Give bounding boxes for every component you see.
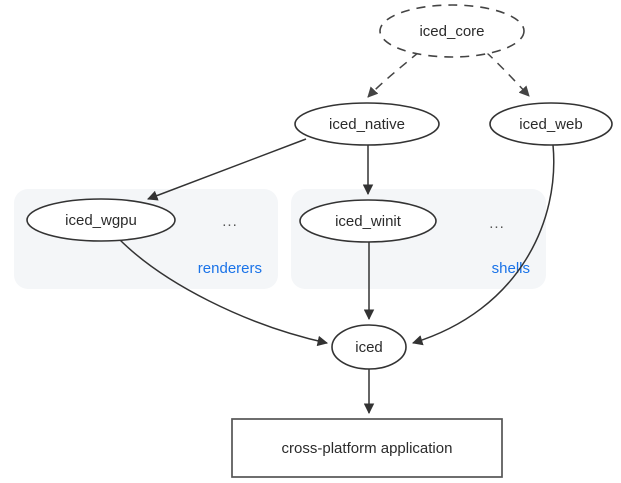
- node-iced-label: iced: [355, 339, 383, 356]
- node-iced-native[interactable]: iced_native: [294, 102, 440, 146]
- node-iced-wgpu-label: iced_wgpu: [65, 212, 137, 229]
- node-iced-shape[interactable]: [331, 324, 407, 370]
- node-iced-native-label: iced_native: [329, 116, 405, 133]
- edge-iced-wgpu-to-iced: [118, 238, 329, 347]
- node-iced-winit-label: iced_winit: [335, 213, 402, 230]
- edge-iced-core-to-iced-web: [485, 51, 530, 97]
- node-iced-winit[interactable]: iced_winit: [299, 199, 437, 243]
- edge-iced-native-to-iced-wgpu: [147, 138, 307, 201]
- group-shells-ellipsis: ...: [489, 215, 505, 232]
- node-iced-web[interactable]: iced_web: [489, 102, 613, 146]
- node-iced-core[interactable]: iced_core: [379, 4, 525, 58]
- edge-iced-core-to-iced-native: [367, 51, 420, 98]
- node-iced-core-label: iced_core: [419, 23, 484, 40]
- node-iced-web-shape[interactable]: [489, 102, 613, 146]
- node-application[interactable]: cross-platform application: [231, 418, 503, 478]
- node-iced[interactable]: iced: [331, 324, 407, 370]
- group-renderers-ellipsis: ...: [222, 213, 238, 230]
- node-iced-native-shape[interactable]: [294, 102, 440, 146]
- node-iced-wgpu-shape[interactable]: [26, 198, 176, 242]
- node-iced-wgpu[interactable]: iced_wgpu: [26, 198, 176, 242]
- node-iced-web-label: iced_web: [519, 116, 582, 133]
- node-iced-core-shape[interactable]: [379, 4, 525, 58]
- edge-iced-web-to-iced: [411, 144, 555, 346]
- group-renderers-label: renderers: [198, 260, 262, 277]
- node-application-shape[interactable]: [231, 418, 503, 478]
- node-application-label: cross-platform application: [282, 440, 453, 457]
- edge-layer: [118, 51, 555, 415]
- node-iced-winit-shape[interactable]: [299, 199, 437, 243]
- group-shells-label: shells: [492, 260, 530, 277]
